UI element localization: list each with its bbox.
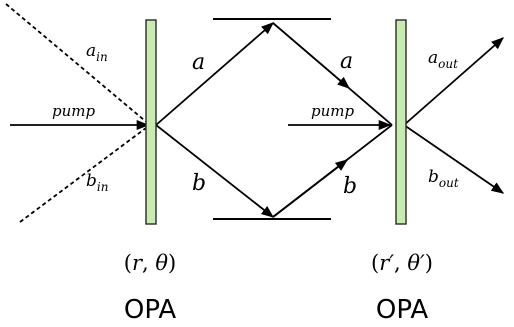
right-opa-crystal — [395, 19, 407, 225]
a-beam-up — [155, 22, 274, 126]
left-opa-params: (r, θ) — [124, 251, 176, 275]
b-out-label: bout — [428, 167, 459, 190]
b-in-dashed-beam — [19, 124, 151, 223]
a-out-beam — [403, 37, 504, 126]
right-pump-label: pump — [311, 102, 354, 120]
a-out-label: aout — [428, 48, 458, 71]
a-path-label-left: a — [192, 50, 205, 75]
right-opa-params: (r′, θ′) — [371, 251, 433, 275]
b-path-label-left: b — [192, 171, 206, 196]
a-in-dashed-beam — [5, 3, 151, 126]
b-out-beam — [403, 124, 505, 194]
b-in-label: bin — [86, 171, 108, 194]
left-opa-crystal — [145, 19, 157, 225]
a-beam-arrow — [272, 22, 350, 89]
left-opa-name: OPA — [124, 295, 176, 325]
b-beam-arrow — [272, 159, 348, 218]
b-path-label-right: b — [343, 174, 357, 199]
b-beam-down — [155, 124, 274, 218]
a-in-label: ain — [86, 41, 108, 64]
left-pump-label: pump — [52, 102, 95, 120]
right-opa-name: OPA — [376, 295, 428, 325]
a-path-label-right: a — [340, 49, 353, 74]
